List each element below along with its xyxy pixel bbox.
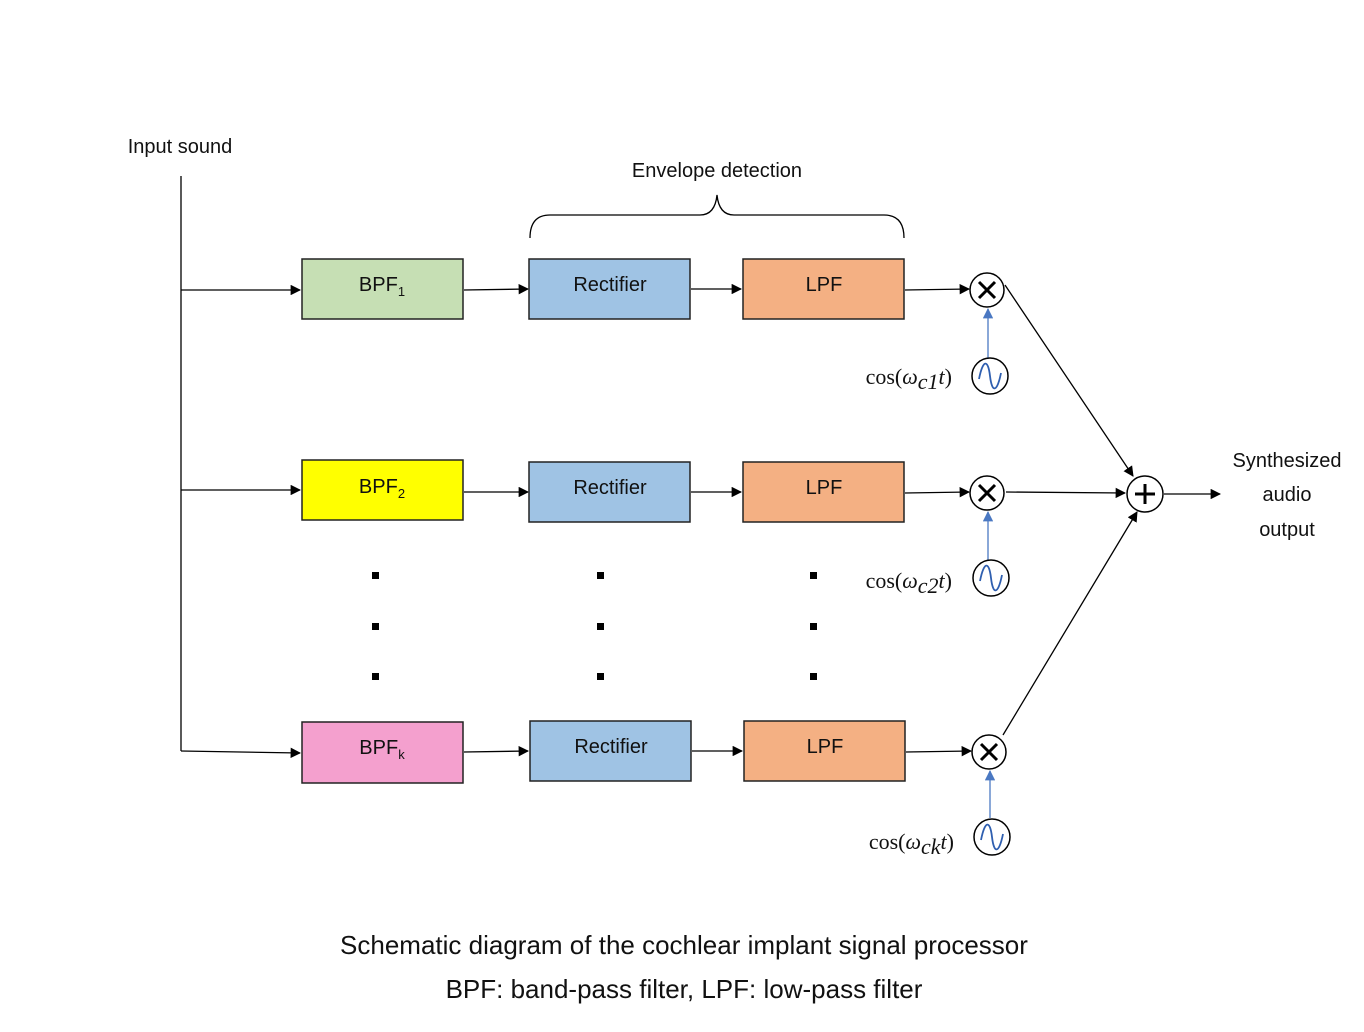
input-arrow-k bbox=[180, 747, 302, 759]
rectifier-2-block bbox=[528, 461, 691, 523]
lpf-k-label: LPF bbox=[807, 736, 844, 758]
input-sound-label: Input sound bbox=[128, 136, 233, 158]
bpf-2-block bbox=[301, 459, 464, 521]
output-label-line-1: Synthesized bbox=[1233, 450, 1342, 472]
multiplier-2 bbox=[969, 475, 1005, 511]
rectifier-k-label: Rectifier bbox=[574, 736, 648, 758]
rectifier-k-block bbox=[529, 720, 692, 782]
lpf-1-block bbox=[742, 258, 905, 320]
caption-line-2: BPF: band-pass filter, LPF: low-pass fil… bbox=[446, 974, 923, 1004]
bpf-1-label: BPF1 bbox=[359, 274, 405, 299]
sum-input-k bbox=[1002, 511, 1138, 736]
ellipsis-dots bbox=[372, 572, 817, 680]
multiplier-1 bbox=[969, 272, 1005, 308]
sine-source-k-icon bbox=[973, 818, 1011, 856]
bpf-k-label: BPFk bbox=[359, 737, 405, 762]
output-label-line-2: audio bbox=[1263, 484, 1312, 506]
arrow-bpfk-rectk bbox=[463, 745, 530, 757]
envelope-brace bbox=[529, 194, 905, 239]
summation-node bbox=[1126, 475, 1164, 513]
rectifier-1-block bbox=[528, 258, 691, 320]
output-label-line-3: output bbox=[1259, 519, 1315, 541]
bpf-2-label: BPF2 bbox=[359, 476, 405, 501]
carrier-1-label: cos(ωc1t) bbox=[866, 364, 952, 394]
channel-2: BPF2 Rectifier LPF cos(ωc2t) bbox=[301, 459, 1010, 598]
arrow-bpf1-rect1 bbox=[463, 283, 530, 295]
multiplier-k bbox=[971, 734, 1007, 770]
lpf-2-label: LPF bbox=[806, 477, 843, 499]
lpf-1-label: LPF bbox=[806, 274, 843, 296]
sum-input-1 bbox=[1004, 284, 1134, 477]
carrier-2-label: cos(ωc2t) bbox=[866, 568, 952, 598]
envelope-detection-label: Envelope detection bbox=[632, 160, 802, 182]
channel-1: BPF1 Rectifier LPF cos(ωc1t) bbox=[301, 258, 1009, 395]
sine-source-2-icon bbox=[972, 559, 1010, 597]
lpf-2-block bbox=[742, 461, 905, 523]
channel-k: BPFk Rectifier LPF cos(ωckt) bbox=[301, 720, 1011, 859]
carrier-k-label: cos(ωckt) bbox=[869, 829, 954, 859]
rectifier-1-label: Rectifier bbox=[573, 274, 647, 296]
caption-line-1: Schematic diagram of the cochlear implan… bbox=[340, 930, 1028, 960]
sum-input-2 bbox=[1005, 487, 1127, 499]
sine-source-1-icon bbox=[971, 357, 1009, 395]
bpf-1-block bbox=[301, 258, 464, 320]
lpf-k-block bbox=[743, 720, 906, 782]
arrow-lpfk-multk bbox=[905, 745, 973, 757]
arrow-lpf1-mult1 bbox=[904, 283, 971, 295]
arrow-lpf2-mult2 bbox=[904, 486, 971, 498]
bpf-k-block bbox=[301, 721, 464, 784]
rectifier-2-label: Rectifier bbox=[573, 477, 647, 499]
